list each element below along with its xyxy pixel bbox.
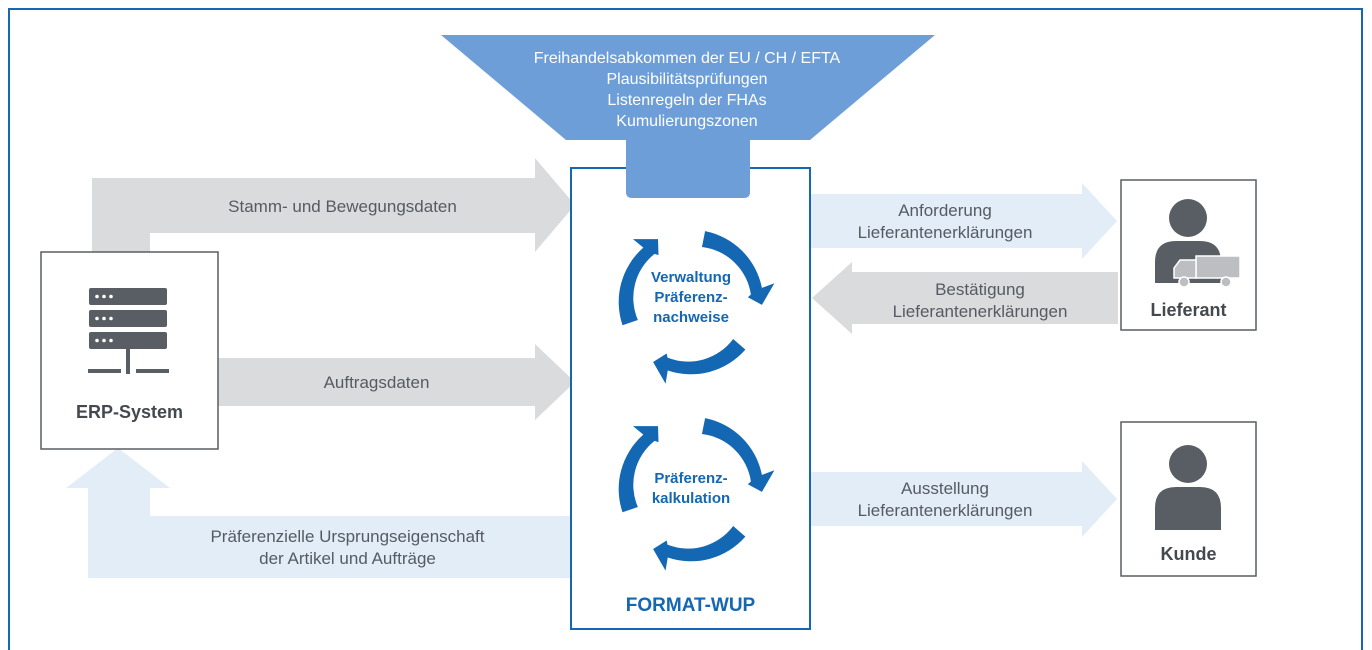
cycle1-text-line: nachweise bbox=[653, 309, 729, 326]
cycle-arrows-icon bbox=[618, 418, 775, 571]
cycle-arrows-icon bbox=[618, 231, 775, 384]
ausstellung-label: Ausstellung Lieferantenerklärungen bbox=[820, 478, 1070, 522]
supplier-label: Lieferant bbox=[1150, 300, 1227, 320]
bestaetigung-label-line: Lieferantenerklärungen bbox=[892, 302, 1068, 321]
ausstellung-arrow bbox=[810, 461, 1117, 537]
outer-frame bbox=[8, 8, 1363, 650]
auftrag-arrow bbox=[218, 344, 575, 420]
anforderung-label-line: Anforderung bbox=[898, 201, 992, 220]
auftrag-label-line: Auftragsdaten bbox=[323, 373, 430, 392]
cycle1-text-line: Verwaltung bbox=[650, 269, 732, 286]
funnel-shape bbox=[441, 35, 935, 198]
person-truck-icon bbox=[1155, 199, 1241, 288]
bestaetigung-arrow bbox=[812, 262, 1118, 334]
bestaetigung-label: Bestätigung Lieferantenerklärungen bbox=[855, 279, 1105, 323]
anforderung-label: Anforderung Lieferantenerklärungen bbox=[820, 200, 1070, 244]
stamm-arrow bbox=[92, 158, 575, 252]
format-wup-label: FORMAT-WUP bbox=[625, 595, 756, 616]
customer-label: Kunde bbox=[1160, 544, 1217, 564]
auftrag-label: Auftragsdaten bbox=[218, 372, 535, 394]
cycle1-text-line: Präferenz- bbox=[654, 289, 728, 306]
funnel-line: Freihandelsabkommen der EU / CH / EFTA bbox=[533, 50, 841, 67]
ausstellung-label-line: Lieferantenerklärungen bbox=[857, 501, 1033, 520]
erp-label: ERP-System bbox=[75, 402, 184, 422]
funnel-line: Plausibilitätsprüfungen bbox=[606, 71, 768, 88]
person-icon bbox=[1155, 445, 1221, 530]
bestaetigung-label-line: Bestätigung bbox=[935, 280, 1025, 299]
praeferenz-arrow bbox=[66, 448, 575, 578]
anforderung-arrow bbox=[810, 183, 1117, 259]
praeferenz-label: Präferenzielle Ursprungseigenschaft der … bbox=[150, 526, 545, 570]
cycle1-text: Verwaltung Präferenz- nachweise bbox=[631, 268, 751, 328]
ausstellung-label-line: Ausstellung bbox=[901, 479, 989, 498]
cycle2-text: Präferenz- kalkulation bbox=[631, 469, 751, 509]
cycle2-text-line: kalkulation bbox=[651, 490, 731, 507]
server-icon bbox=[88, 288, 169, 374]
funnel-line: Listenregeln der FHAs bbox=[607, 92, 767, 109]
stamm-label: Stamm- und Bewegungsdaten bbox=[150, 196, 535, 218]
praeferenz-label-line: der Artikel und Aufträge bbox=[259, 549, 436, 568]
funnel-line: Kumulierungszonen bbox=[616, 113, 758, 130]
stamm-label-line: Stamm- und Bewegungsdaten bbox=[228, 197, 457, 216]
funnel-text: Freihandelsabkommen der EU / CH / EFTA P… bbox=[440, 48, 934, 132]
cycle2-text-line: Präferenz- bbox=[654, 470, 728, 487]
anforderung-label-line: Lieferantenerklärungen bbox=[857, 223, 1033, 242]
praeferenz-label-line: Präferenzielle Ursprungseigenschaft bbox=[210, 527, 485, 546]
